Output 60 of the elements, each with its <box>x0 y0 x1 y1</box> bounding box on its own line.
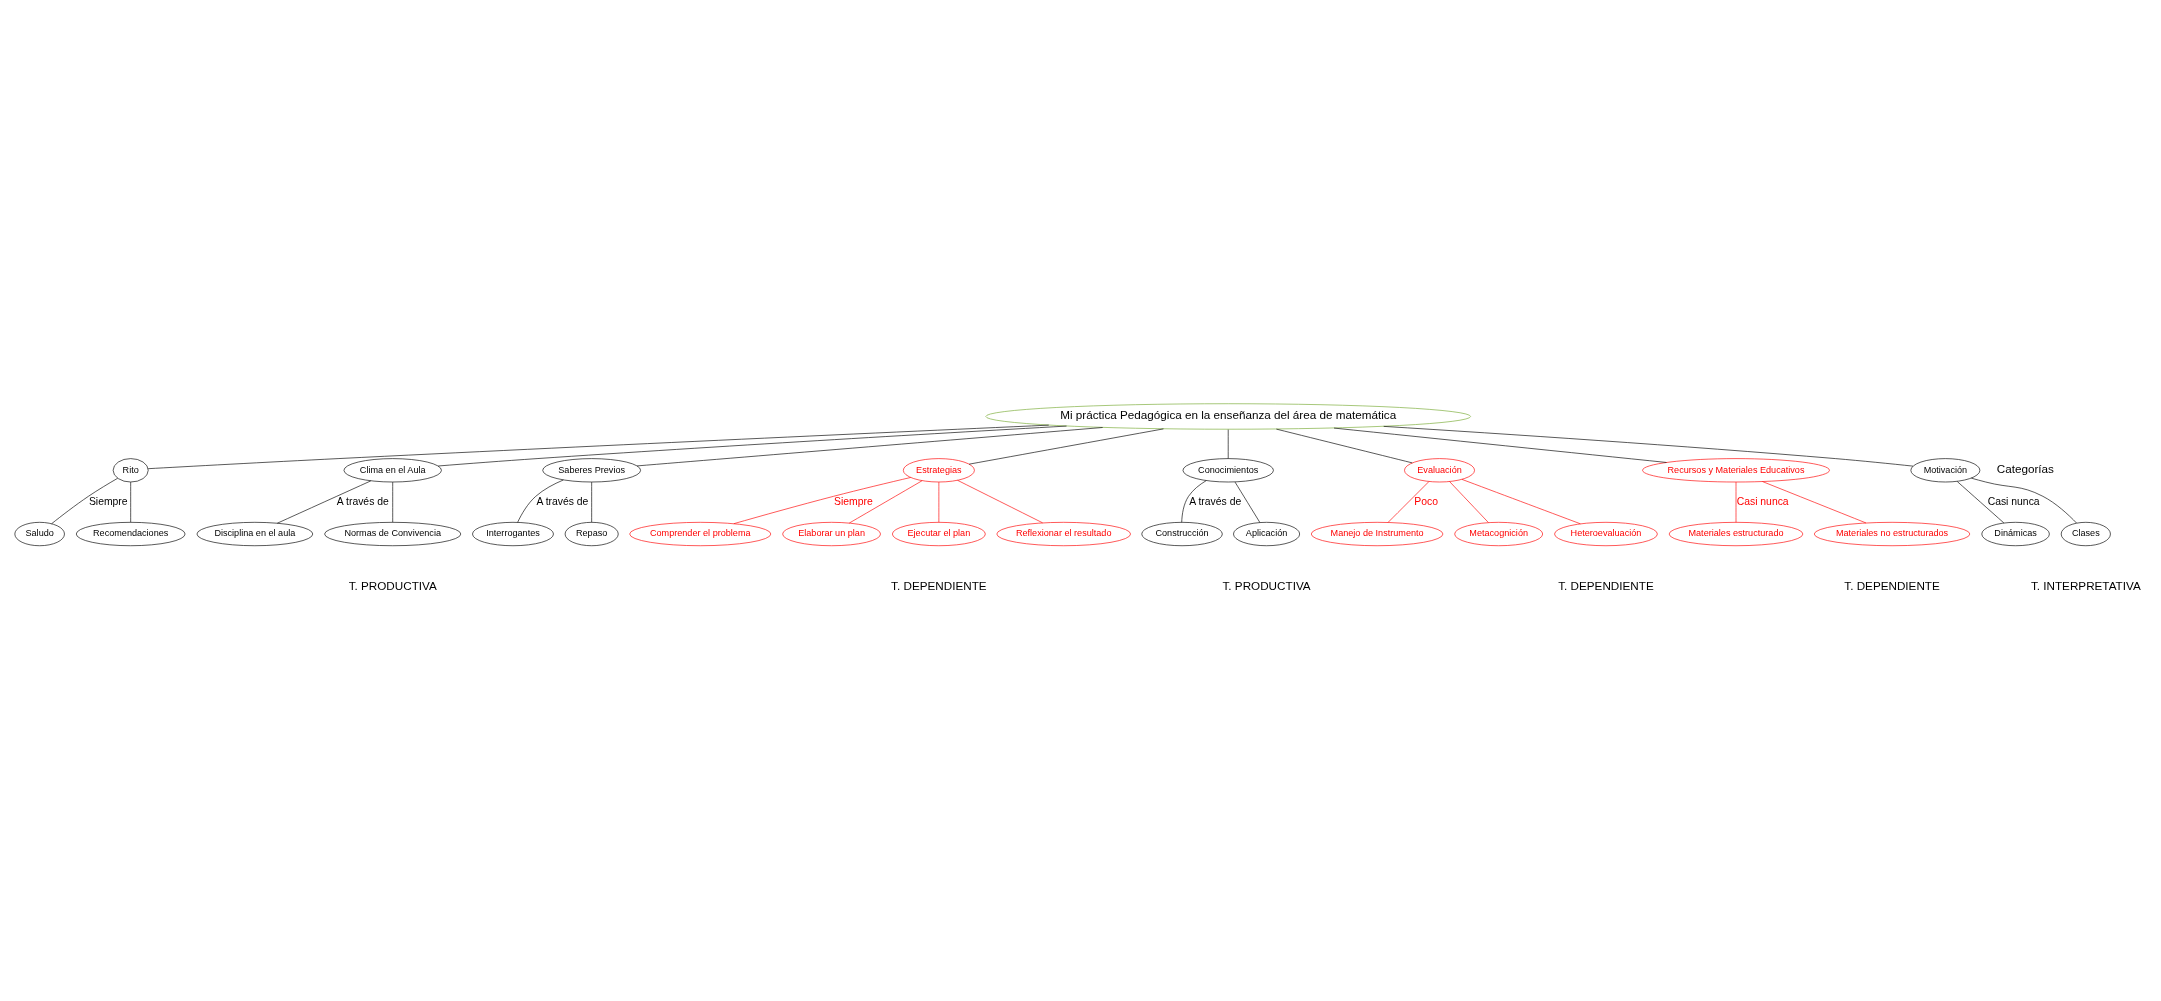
node-ellipse: Mi práctica Pedagógica en la enseñanza del área de matemática <box>985 402 1471 430</box>
connector <box>1383 425 1914 466</box>
node-ellipse: Clima en el Aula <box>343 457 442 482</box>
node-ellipse: Materiales no estructurados <box>1813 521 1971 546</box>
label: Categorías <box>1996 461 2054 475</box>
node-ellipse: Interrogantes <box>472 521 554 546</box>
node-ellipse: Aplicación <box>1233 521 1300 546</box>
connector <box>1234 481 1261 523</box>
label: T. DEPENDIENTE <box>1844 578 1940 592</box>
connector <box>1956 480 2005 523</box>
node-ellipse: Recomendaciones <box>75 521 186 546</box>
node-ellipse: Evaluación <box>1404 457 1475 482</box>
label: T. PRODUCTIVA <box>348 578 437 592</box>
edge-label: Casi nunca <box>1987 495 2040 507</box>
node-ellipse: Clases <box>2060 521 2111 546</box>
node-ellipse: Metacognición <box>1454 521 1544 546</box>
edge-label: A través de <box>1189 495 1242 507</box>
connector <box>957 479 1043 523</box>
edge-label: Casi nunca <box>1736 495 1789 507</box>
node-ellipse: Recursos y Materiales Educativos <box>1642 457 1830 482</box>
node-ellipse: Saberes Previos <box>542 457 641 482</box>
label: T. DEPENDIENTE <box>891 578 987 592</box>
label: T. PRODUCTIVA <box>1222 578 1311 592</box>
edge-label: Siempre <box>834 495 873 507</box>
connector <box>1181 479 1207 523</box>
label: T. DEPENDIENTE <box>1558 578 1654 592</box>
node-ellipse: Saludo <box>14 521 65 546</box>
connector <box>1762 480 1867 523</box>
connector <box>517 479 564 523</box>
node-ellipse: Dinámicas <box>1981 521 2050 546</box>
connector <box>848 479 923 523</box>
connector <box>1461 478 1581 524</box>
connector <box>1449 480 1489 523</box>
node-ellipse: Conocimientos <box>1182 457 1274 482</box>
connector <box>1333 427 1667 463</box>
node-ellipse: Materiales estructurado <box>1668 521 1804 546</box>
edge-label: A través de <box>336 495 389 507</box>
node-ellipse: Elaborar un plan <box>782 521 881 546</box>
node-ellipse: Construcción <box>1141 521 1223 546</box>
node-ellipse: Estrategias <box>903 457 975 482</box>
node-ellipse: Ejecutar el plan <box>892 521 986 546</box>
node-ellipse: Reflexionar el resultado <box>996 521 1131 546</box>
connector <box>147 424 1050 469</box>
node-ellipse: Heteroevaluación <box>1554 521 1658 546</box>
edge-label: A través de <box>536 495 589 507</box>
node-ellipse: Normas de Convivencia <box>324 521 462 546</box>
node-ellipse: Comprender el problema <box>629 521 772 546</box>
node-ellipse: Motivación <box>1910 457 1981 482</box>
connector <box>276 480 372 524</box>
connector <box>437 425 1067 466</box>
node-ellipse: Manejo de Instrumento <box>1310 521 1444 546</box>
connector <box>636 426 1103 466</box>
connector <box>733 476 911 524</box>
connector <box>1387 480 1430 523</box>
node-ellipse: Rito <box>112 457 149 482</box>
node-ellipse: Repaso <box>564 521 619 546</box>
node-ellipse: Disciplina en el aula <box>196 521 314 546</box>
edge-label: Poco <box>1414 495 1439 507</box>
edge-label: Siempre <box>88 495 128 507</box>
label: T. INTERPRETATIVA <box>2030 578 2141 592</box>
